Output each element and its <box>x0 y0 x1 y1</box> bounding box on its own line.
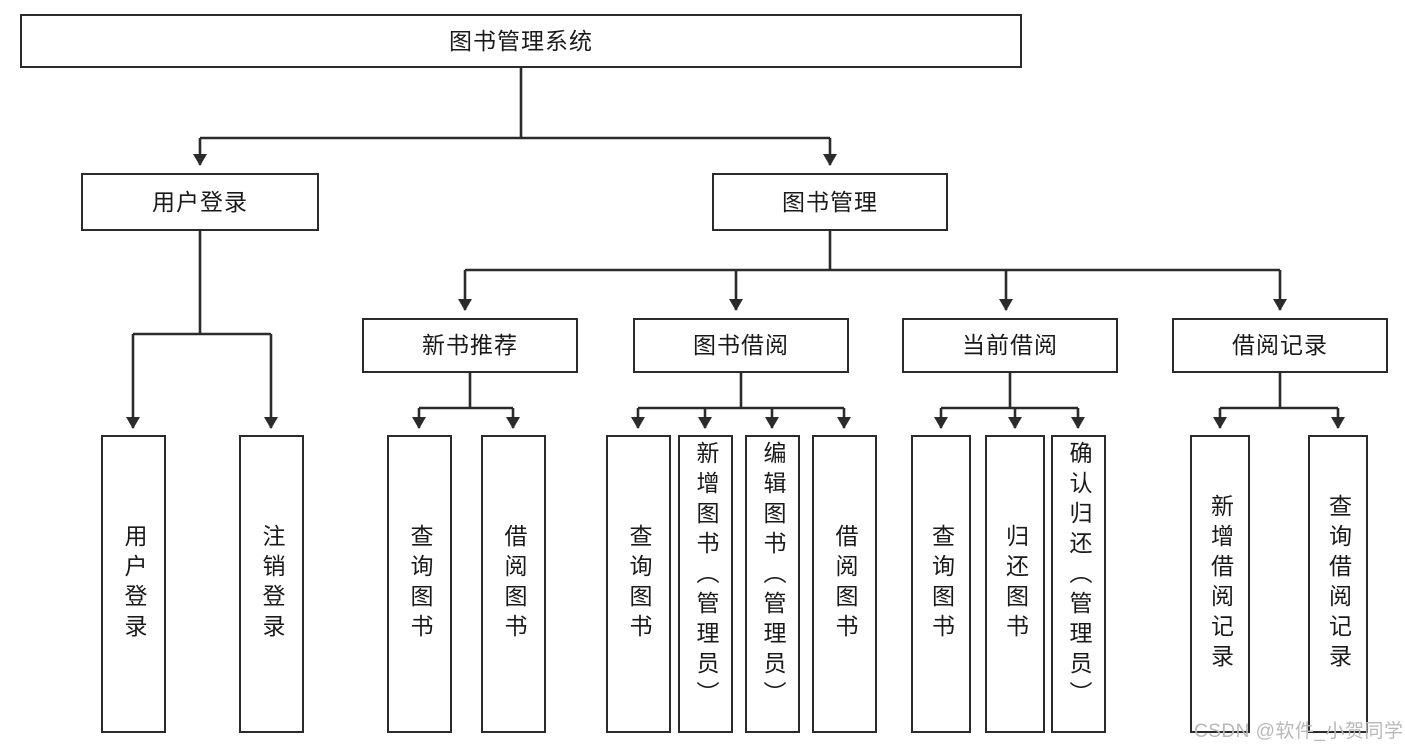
node-leaf-query-record-label: 查询借阅记录 <box>1325 494 1352 674</box>
node-leaf-edit-book[interactable]: 编辑图书（管理员） <box>745 435 800 733</box>
node-leaf-user-logout[interactable]: 注销登录 <box>239 435 304 733</box>
node-leaf-rec-borrow-book-label: 借阅图书 <box>501 524 527 644</box>
node-leaf-add-book[interactable]: 新增图书（管理员） <box>678 435 733 733</box>
node-leaf-borrow-book-label: 借阅图书 <box>832 524 858 644</box>
node-leaf-user-login[interactable]: 用户登录 <box>101 435 166 733</box>
node-leaf-borrow-query-book-label: 查询图书 <box>626 524 652 644</box>
node-user-login-label: 用户登录 <box>152 188 248 215</box>
node-leaf-rec-query-book[interactable]: 查询图书 <box>387 435 452 733</box>
node-book-manage[interactable]: 图书管理 <box>712 173 948 231</box>
node-leaf-cur-query-book[interactable]: 查询图书 <box>911 435 971 733</box>
node-leaf-query-record[interactable]: 查询借阅记录 <box>1308 435 1368 733</box>
node-leaf-add-record-label: 新增借阅记录 <box>1207 494 1234 674</box>
node-book-borrow-label: 图书借阅 <box>693 332 789 359</box>
node-borrow-record-label: 借阅记录 <box>1232 332 1328 359</box>
node-book-borrow[interactable]: 图书借阅 <box>633 318 849 373</box>
csdn-watermark: CSDN @软件_小贺同学 <box>1194 721 1404 742</box>
node-root[interactable]: 图书管理系统 <box>20 14 1022 68</box>
node-leaf-borrow-book[interactable]: 借阅图书 <box>812 435 877 733</box>
node-leaf-rec-borrow-book[interactable]: 借阅图书 <box>481 435 546 733</box>
node-current-borrow[interactable]: 当前借阅 <box>902 318 1118 373</box>
node-book-manage-label: 图书管理 <box>782 188 878 215</box>
node-leaf-cur-query-book-label: 查询图书 <box>928 524 955 644</box>
node-leaf-rec-query-book-label: 查询图书 <box>407 524 433 644</box>
node-leaf-edit-book-label: 编辑图书（管理员） <box>760 441 786 711</box>
node-user-login[interactable]: 用户登录 <box>81 173 319 231</box>
node-leaf-return-book[interactable]: 归还图书 <box>985 435 1045 733</box>
node-root-label: 图书管理系统 <box>449 27 593 54</box>
node-current-borrow-label: 当前借阅 <box>962 332 1058 359</box>
node-leaf-confirm-return[interactable]: 确认归还（管理员） <box>1051 435 1106 733</box>
node-leaf-confirm-return-label: 确认归还（管理员） <box>1066 441 1092 711</box>
node-borrow-record[interactable]: 借阅记录 <box>1172 318 1388 373</box>
node-leaf-add-book-label: 新增图书（管理员） <box>693 441 719 711</box>
node-leaf-add-record[interactable]: 新增借阅记录 <box>1190 435 1250 733</box>
node-leaf-user-logout-label: 注销登录 <box>259 524 285 644</box>
node-leaf-user-login-label: 用户登录 <box>121 524 147 644</box>
node-leaf-return-book-label: 归还图书 <box>1002 524 1029 644</box>
node-new-book-rec-label: 新书推荐 <box>422 332 518 359</box>
node-leaf-borrow-query-book[interactable]: 查询图书 <box>606 435 671 733</box>
node-new-book-rec[interactable]: 新书推荐 <box>362 318 578 373</box>
